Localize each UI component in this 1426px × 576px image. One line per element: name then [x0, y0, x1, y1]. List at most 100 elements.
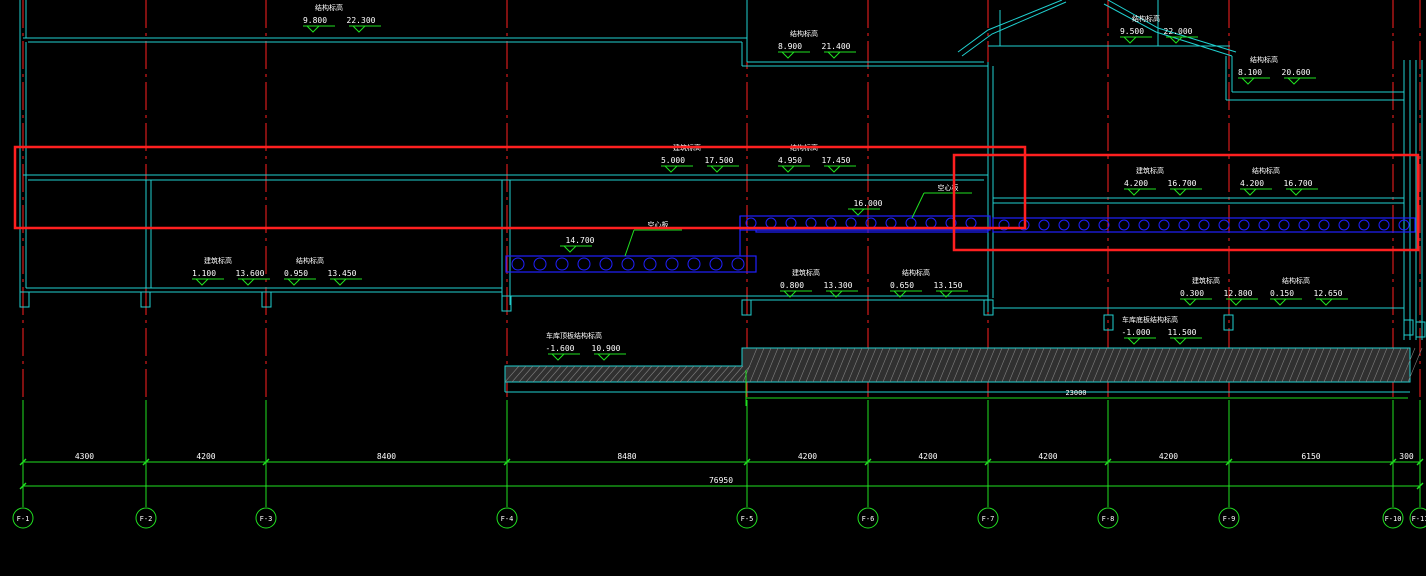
elevation-title: 结构标高 [1132, 14, 1160, 23]
hatch-line [672, 365, 688, 383]
hatch-line [756, 347, 772, 383]
hatch-line [1064, 347, 1080, 383]
hatch-line [1218, 347, 1234, 383]
elevation-triangle [827, 165, 841, 173]
elevation-value: 0.800 [780, 281, 804, 290]
void-circle [1318, 219, 1330, 231]
elevation-triangle [352, 25, 366, 33]
footing-stub [1415, 321, 1426, 338]
hatch-line [1239, 347, 1255, 383]
total-dimension: 76950 [709, 476, 733, 485]
elevation-triangle [829, 290, 843, 298]
elevation-value: 5.000 [661, 156, 685, 165]
axis-label: F-11 [1412, 515, 1426, 523]
hatch-line [805, 347, 821, 383]
elevation-value: 16.700 [1168, 179, 1197, 188]
hatch-line [1190, 347, 1206, 383]
elevation-title: 结构标高 [1250, 55, 1278, 64]
elevation-value: 12.650 [1314, 289, 1343, 298]
hatch-line [1050, 347, 1066, 383]
hatch-line [1043, 347, 1059, 383]
axis-bubble [977, 507, 999, 529]
hatch-line [917, 347, 933, 383]
hatch-line [1127, 347, 1143, 383]
hatch-line [987, 347, 1003, 383]
hatch-line [1260, 347, 1276, 383]
hatch-line [714, 365, 730, 383]
hatch-line [728, 365, 744, 383]
hatch-line [511, 365, 527, 383]
hatch-line [819, 347, 835, 383]
footing-stub [983, 299, 994, 316]
void-circle [905, 217, 917, 229]
hatch-line [931, 347, 947, 383]
elevation-value: 8.100 [1238, 68, 1262, 77]
hatch-line [1162, 347, 1178, 383]
footing-stub [261, 291, 272, 308]
hatch-line [588, 365, 604, 383]
hatch-line [1134, 347, 1150, 383]
elevation-triangle [1289, 188, 1303, 196]
elevation-triangle [939, 290, 953, 298]
hatch-line [742, 347, 758, 383]
elevation-triangle [893, 290, 907, 298]
hatch-line [840, 347, 856, 383]
hatch-line [707, 365, 723, 383]
hatch-line [637, 365, 653, 383]
elevation-value: 0.650 [890, 281, 914, 290]
axis-label: F-1 [17, 515, 30, 523]
dimension-tick [864, 458, 872, 466]
void-circle [1098, 219, 1110, 231]
hatch-line [973, 347, 989, 383]
hatch-line [686, 365, 702, 383]
axis-bubble [857, 507, 879, 529]
elevation-triangle [287, 278, 301, 286]
hatch-line [539, 365, 555, 383]
garage-dimension: 23000 [1065, 389, 1086, 397]
hatch-line [1155, 347, 1171, 383]
hatch-line [1141, 347, 1157, 383]
hatch-line [903, 347, 919, 383]
elevation-triangle [1173, 188, 1187, 196]
elevation-triangle [551, 353, 565, 361]
elevation-value: 0.150 [1270, 289, 1294, 298]
hatch-line [784, 347, 800, 383]
hatch-line [945, 347, 961, 383]
hatch-line [721, 365, 737, 383]
hatch-line [938, 347, 954, 383]
void-circle [1158, 219, 1170, 231]
elevation-triangle [1127, 188, 1141, 196]
void-circle [1118, 219, 1130, 231]
elevation-value: 13.150 [934, 281, 963, 290]
hatch-line [1386, 347, 1402, 383]
hatch-line [1169, 347, 1185, 383]
void-circle [1338, 219, 1350, 231]
hatch-line [959, 347, 975, 383]
axis-bubble [255, 507, 277, 529]
void-circle [1058, 219, 1070, 231]
hatch-line [882, 347, 898, 383]
dimension-tick [743, 458, 751, 466]
void-circle [925, 217, 937, 229]
elevation-value: 4.200 [1124, 179, 1148, 188]
hatch-line [1393, 347, 1409, 383]
void-circle [1138, 219, 1150, 231]
elevation-title: 结构标高 [1252, 166, 1280, 175]
axis-grid-lines [22, 0, 1421, 507]
hatch-line [1008, 347, 1024, 383]
axis-bubble [1409, 507, 1426, 529]
elevation-value: 0.300 [1180, 289, 1204, 298]
hatch-line [1281, 347, 1297, 383]
hatch-line [1253, 347, 1269, 383]
void-slab-mid-edge [755, 229, 989, 233]
elevation-triangle [333, 278, 347, 286]
hatch-line [644, 365, 660, 383]
dimension-tick [1416, 482, 1424, 490]
